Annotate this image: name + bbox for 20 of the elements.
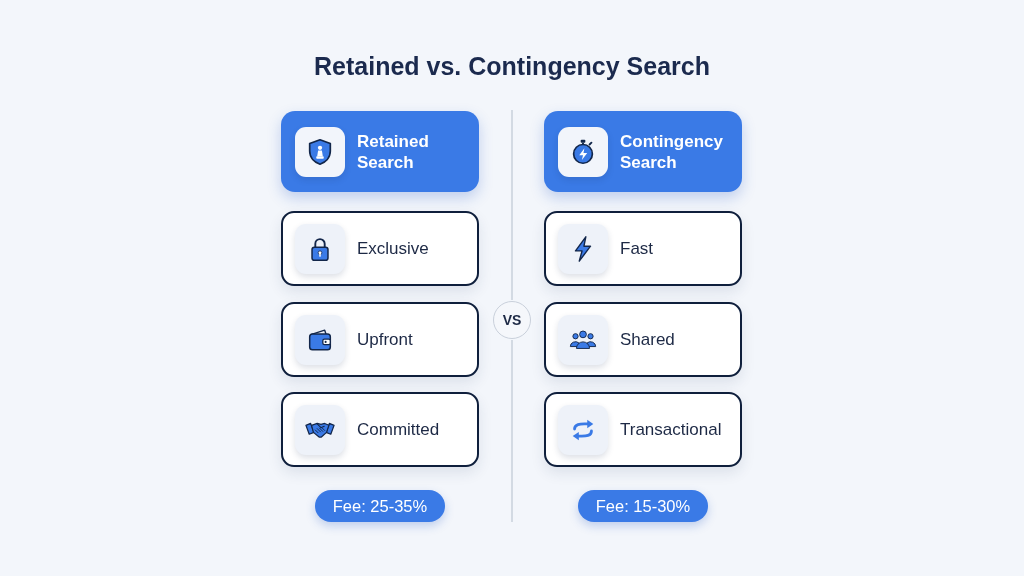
feature-card xyxy=(544,392,742,467)
column-heading: Contingency Search xyxy=(620,130,724,173)
feature-card xyxy=(281,392,479,467)
feature-card xyxy=(544,211,742,286)
feature-label: Exclusive xyxy=(357,237,429,260)
feature-label: Fast xyxy=(620,237,654,260)
feature-label: Committed xyxy=(357,418,440,441)
feature-card xyxy=(544,302,742,377)
title: Retained vs. Contingency Search xyxy=(313,51,711,82)
fee-pill: Fee: 15-30% xyxy=(578,490,708,522)
header-card xyxy=(281,111,479,192)
feature-label: Transactional xyxy=(620,418,722,441)
header-card xyxy=(544,111,742,192)
fee-pill: Fee: 25-35% xyxy=(315,490,445,522)
column-heading: Retained Search xyxy=(357,130,430,173)
feature-card xyxy=(281,211,479,286)
feature-label: Shared xyxy=(620,328,675,351)
feature-card xyxy=(281,302,479,377)
feature-label: Upfront xyxy=(357,328,413,351)
vs-circle: VS xyxy=(493,301,531,339)
